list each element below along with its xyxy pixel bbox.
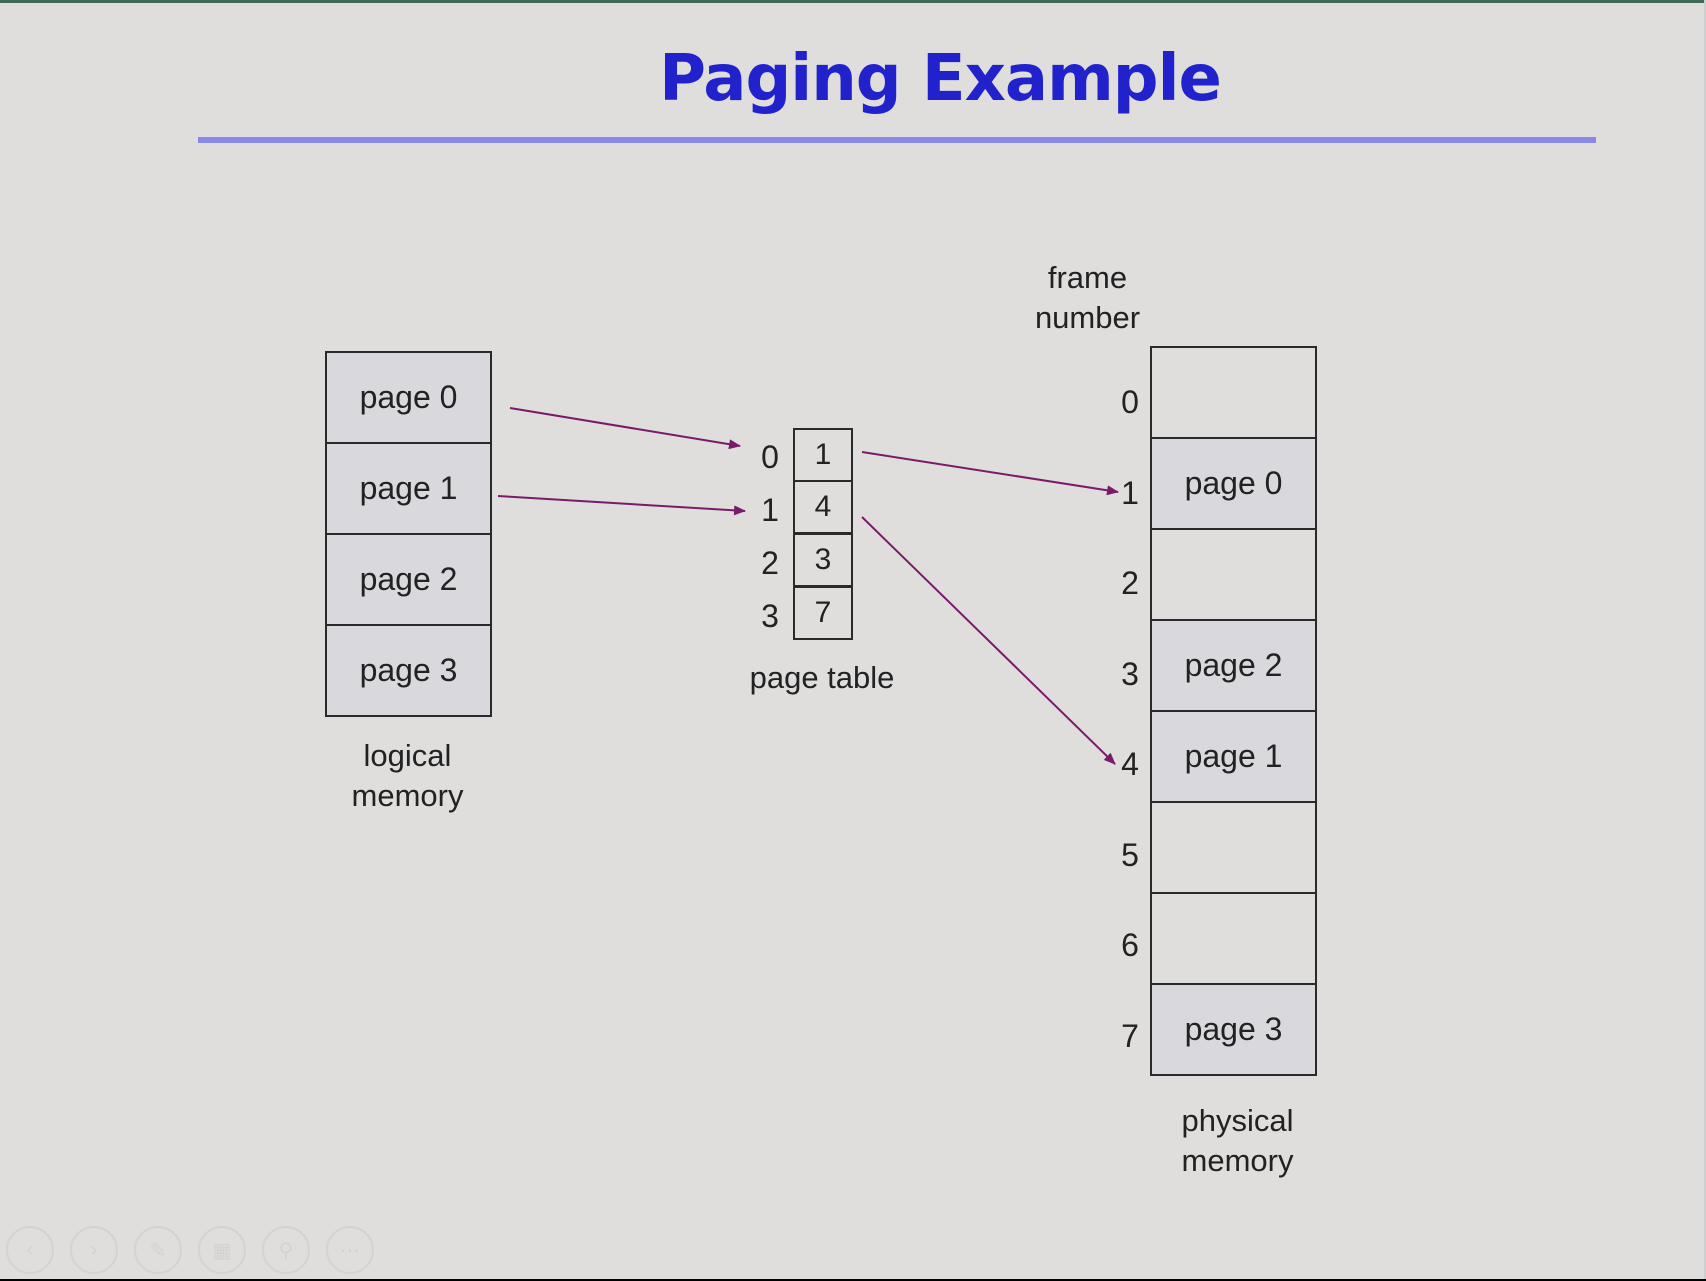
logical-page-3: page 3	[325, 624, 492, 717]
page-table-index-0: 0	[761, 439, 779, 475]
frame-7: page 3	[1150, 983, 1317, 1076]
page-table-index-3: 3	[761, 598, 779, 634]
page-table-entry-3: 7	[793, 586, 853, 640]
arrow-entry1-to-frame4	[861, 516, 1116, 765]
frame-number-6: 6	[1121, 927, 1139, 963]
top-border	[0, 0, 1706, 3]
slides-icon[interactable]: ▦	[198, 1226, 246, 1274]
frame-number-7: 7	[1121, 1018, 1139, 1054]
logical-memory-caption-line2: memory	[351, 778, 464, 813]
page-table-entry-2: 3	[793, 533, 853, 587]
logical-memory-caption-line1: logical	[363, 738, 452, 773]
physical-memory-caption-line1: physical	[1181, 1103, 1294, 1138]
logical-page-2: page 2	[325, 533, 492, 626]
prev-icon[interactable]: ‹	[6, 1226, 54, 1274]
arrow-page0-to-table	[509, 407, 741, 450]
slide-title: Paging Example	[659, 42, 1222, 116]
arrow-page1-to-table	[497, 495, 746, 516]
frame-6	[1150, 892, 1317, 985]
arrow-entry0-to-frame1	[861, 451, 1119, 496]
page-table-entry-1: 4	[793, 480, 853, 534]
more-icon[interactable]: ⋯	[326, 1226, 374, 1274]
logical-page-1: page 1	[325, 442, 492, 535]
presentation-toolbar: ‹ › ✎ ▦ ⚲ ⋯	[6, 1226, 374, 1274]
frame-number-header-line2: number	[1034, 300, 1141, 335]
logical-page-0: page 0	[325, 351, 492, 444]
frame-number-header-line1: frame	[1047, 260, 1128, 295]
page-table-entry-0: 1	[793, 428, 853, 482]
frame-number-5: 5	[1121, 837, 1139, 873]
frame-number-2: 2	[1121, 565, 1139, 601]
next-icon[interactable]: ›	[70, 1226, 118, 1274]
physical-memory-caption-line2: memory	[1181, 1143, 1294, 1178]
frame-number-1: 1	[1121, 475, 1139, 511]
page-table-caption: page table	[749, 660, 895, 695]
frame-number-3: 3	[1121, 656, 1139, 692]
frame-2	[1150, 528, 1317, 621]
right-border	[1704, 0, 1706, 1279]
zoom-icon[interactable]: ⚲	[262, 1226, 310, 1274]
frame-number-4: 4	[1121, 746, 1139, 782]
title-rule	[198, 137, 1596, 143]
frame-number-0: 0	[1121, 384, 1139, 420]
pen-icon[interactable]: ✎	[134, 1226, 182, 1274]
page-table-index-1: 1	[761, 492, 779, 528]
page-table-index-2: 2	[761, 545, 779, 581]
